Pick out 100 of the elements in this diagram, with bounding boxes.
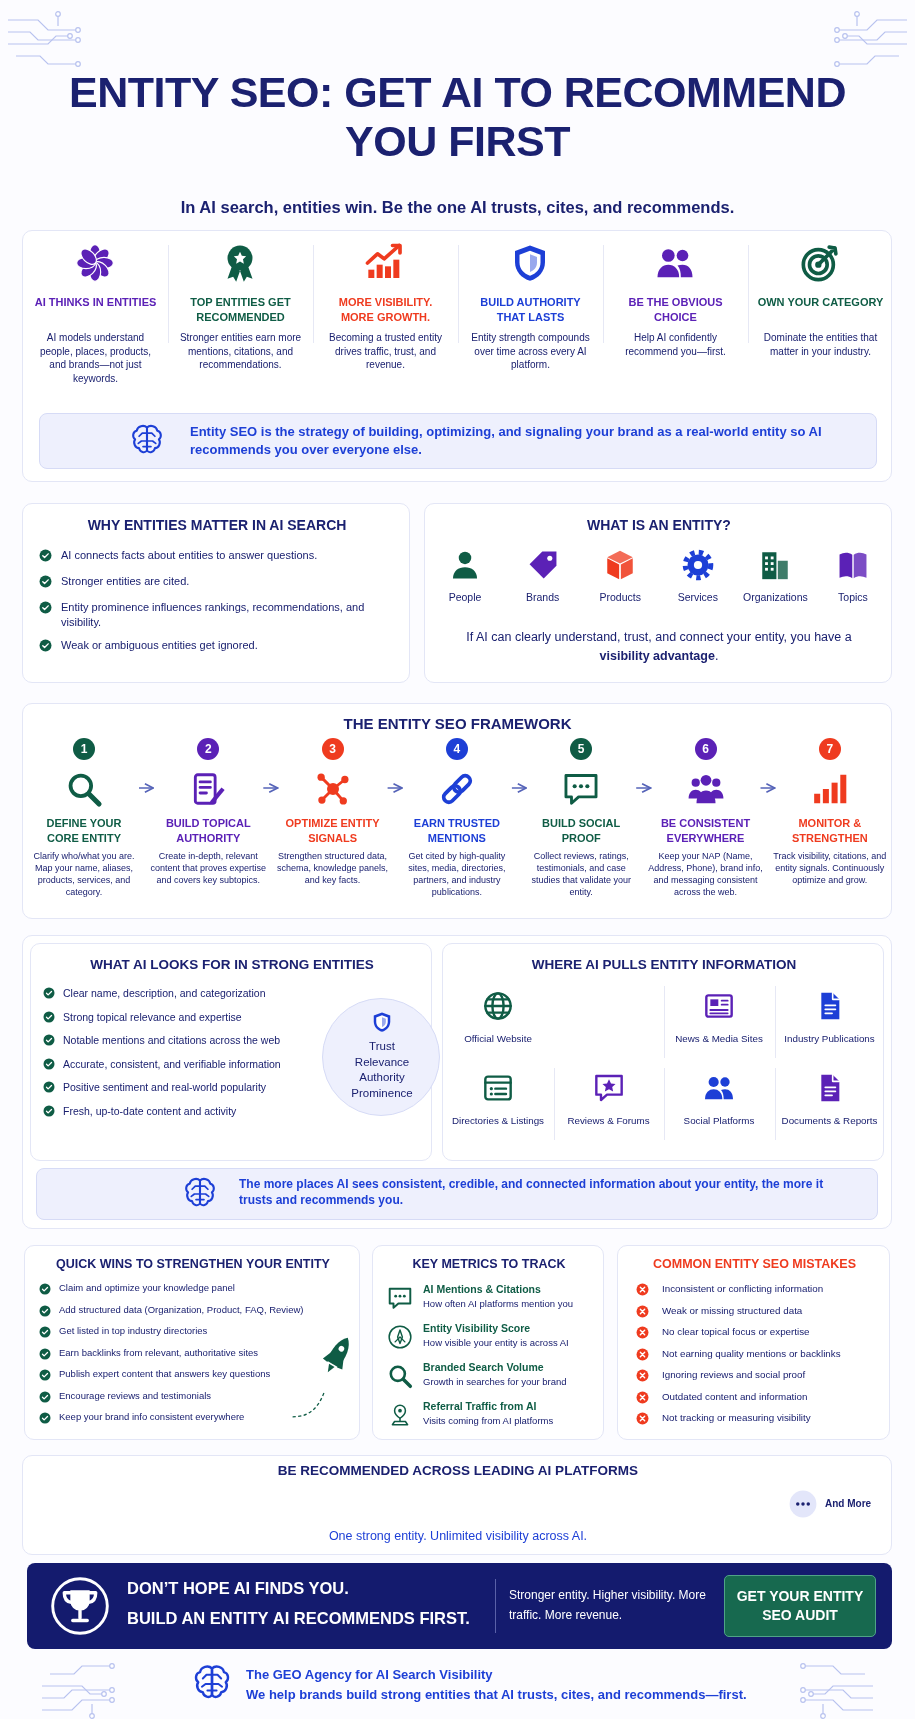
bullet-text: Notable mentions and citations across the web [63, 1033, 282, 1048]
section-heading: QUICK WINS TO STRENGTHEN YOUR ENTITY [55, 1256, 331, 1273]
source-label: Documents & Reports [780, 1114, 879, 1128]
section-heading: WHY ENTITIES MATTER IN AI SEARCH [86, 516, 348, 535]
bullet-text: Encourage reviews and testimonials [59, 1389, 213, 1403]
bullet-text: No clear topical focus or expertise [662, 1325, 811, 1339]
bullet-text: Ignoring reviews and social proof [662, 1368, 807, 1382]
feature-heading: TOP ENTITIES GET RECOMMENDED [189, 295, 292, 325]
feature-description: Becoming a trusted entity drives traffic, trust, and revenue. [328, 331, 443, 372]
source-label: Social Platforms [682, 1114, 756, 1128]
section-heading: WHAT IS AN ENTITY? [586, 516, 732, 535]
cta-button: GET YOUR ENTITY SEO AUDIT [724, 1575, 876, 1637]
section-heading: THE ENTITY SEO FRAMEWORK [342, 714, 573, 734]
feature-description: Dominate the entities that matter in your industry. [762, 331, 879, 358]
step-title: DEFINE YOUR CORE ENTITY [45, 816, 123, 846]
bullet-text: Weak or ambiguous entities get ignored. [61, 638, 259, 653]
section-heading: WHERE AI PULLS ENTITY INFORMATION [530, 956, 798, 974]
metric-description: Growth in searches for your brand [423, 1376, 568, 1389]
arrow [386, 782, 403, 794]
bullet-text: Clear name, description, and categorization [63, 986, 267, 1001]
platform-label: And More [825, 1497, 873, 1511]
bullet-text: Outdated content and information [662, 1389, 809, 1403]
callout-text: Entity SEO is the strategy of building, optimizing, and signaling your brand as a real-world entity so AI recommends you over everyone else. [190, 423, 823, 459]
metric-name: Branded Search Volume [423, 1360, 545, 1375]
bullet-text: Get listed in top industry directories [59, 1325, 209, 1338]
bullet-text: Claim and optimize your knowledge panel [59, 1282, 236, 1295]
feature-description: Help AI confidently recommend you—first. [624, 331, 727, 358]
pillar-word: Prominence [350, 1085, 414, 1101]
metric-description: How often AI platforms mention you [423, 1298, 574, 1311]
bullet-text: Not tracking or measuring visibility [662, 1411, 812, 1425]
feature-description: Stronger entities earn more mentions, citations, and recommendations. [178, 331, 303, 372]
section-heading: COMMON ENTITY SEO MISTAKES [652, 1256, 857, 1273]
bullet-text: Strong topical relevance and expertise [63, 1009, 243, 1024]
bullet-text: Weak or missing structured data [662, 1303, 804, 1317]
step-description: Create in-depth, relevant content that proves expertise and covers key subtopics. [150, 850, 267, 887]
bullet-text: Fresh, up-to-date content and activity [63, 1103, 238, 1118]
bullet-text: Accurate, consistent, and verifiable information [63, 1056, 282, 1071]
entity-type-label: People [447, 590, 483, 605]
step-title: OPTIMIZE ENTITY SIGNALS [284, 816, 381, 846]
bullet-text: Entity prominence influences rankings, recommendations, and visibility. [61, 600, 366, 630]
step-description: Strengthen structured data, schema, knowledge panels, and key facts. [276, 850, 390, 887]
arrow [635, 782, 652, 794]
arrow [262, 782, 279, 794]
metric-description: Visits coming from AI platforms [423, 1415, 555, 1428]
bullet-text: Inconsistent or conflicting information [662, 1282, 825, 1296]
feature-description: Entity strength compounds over time across every AI platform. [470, 331, 591, 372]
bullet-text: Add structured data (Organization, Product, FAQ, Review) [59, 1303, 305, 1317]
metric-name: AI Mentions & Citations [423, 1282, 542, 1297]
step-title: BUILD SOCIAL PROOF [541, 816, 622, 846]
metric-description: How visible your entity is across AI [423, 1337, 570, 1350]
entity-type-label: Products [598, 590, 642, 605]
metric-name: Referral Traffic from AI [423, 1399, 538, 1414]
tagline: One strong entity. Unlimited visibility across AI. [327, 1528, 589, 1545]
step-description: Clarify who/what you are. Map your name, aliases, products, services, and category. [32, 850, 136, 899]
source-label: Directories & Listings [451, 1114, 545, 1128]
pillar-word: Trust [368, 1039, 396, 1054]
step-title: MONITOR & STRENGTHEN [790, 816, 869, 846]
step-description: Collect reviews, ratings, testimonials, and case studies that validate your entity. [530, 850, 632, 899]
bullet-text: Earn backlinks from relevant, authoritative sites [59, 1346, 260, 1360]
source-label: News & Media Sites [674, 1032, 764, 1046]
banner-headline: DON’T HOPE AI FINDS YOU. [127, 1578, 350, 1599]
bullet-text: Keep your brand info consistent everywhere [59, 1411, 246, 1424]
pillar-word: Relevance [353, 1054, 411, 1070]
arrow [511, 782, 528, 794]
feature-heading: BE THE OBVIOUS CHOICE [627, 295, 724, 325]
entity-type-label: Topics [837, 590, 869, 605]
section-heading: WHAT AI LOOKS FOR IN STRONG ENTITIES [89, 956, 375, 974]
page-title: ENTITY SEO: GET AI TO RECOMMEND YOU FIRST [68, 68, 847, 167]
bullet-text: Not earning quality mentions or backlinks [662, 1346, 842, 1360]
source-label: Reviews & Forums [566, 1114, 651, 1128]
feature-heading: BUILD AUTHORITY THAT LASTS [479, 295, 582, 325]
bullet-text: AI connects facts about entities to answer questions. [61, 548, 319, 563]
feature-heading: MORE VISIBILITY. MORE GROWTH. [337, 295, 434, 325]
section-heading: KEY METRICS TO TRACK [411, 1256, 567, 1273]
entity-type-label: Services [676, 590, 719, 605]
arrow [138, 782, 155, 794]
footer-text: We help brands build strong entities that AI trusts, cites, and recommends—first. [246, 1686, 748, 1704]
subtitle: In AI search, entities win. Be the one AI trusts, cites, and recommends. [179, 197, 736, 218]
footer-heading: The GEO Agency for AI Search Visibility [246, 1666, 494, 1684]
step-description: Get cited by high-quality sites, media, directories, partners, and industry publications. [407, 850, 507, 899]
step-description: Track visibility, citations, and entity signals. Continuously optimize and grow. [772, 850, 888, 887]
step-title: BE CONSISTENT EVERYWHERE [659, 816, 752, 846]
pillar-word: Authority [358, 1070, 406, 1085]
step-title: EARN TRUSTED MENTIONS [412, 816, 501, 846]
feature-heading: OWN YOUR CATEGORY [756, 295, 885, 310]
banner-headline: BUILD AN ENTITY AI RECOMMENDS FIRST. [127, 1608, 471, 1629]
step-title: BUILD TOPICAL AUTHORITY [164, 816, 252, 846]
metric-name: Entity Visibility Score [423, 1321, 532, 1336]
source-label: Official Website [463, 1032, 533, 1046]
bullet-text: Stronger entities are cited. [61, 574, 191, 589]
banner-text: Stronger entity. Higher visibility. More traffic. More revenue. [509, 1587, 707, 1625]
callout-text: The more places AI sees consistent, credible, and connected information about your entity, the more it trusts and recommends you. [239, 1176, 825, 1209]
step-description: Keep your NAP (Name, Address, Phone), brand info, and messaging consistent across the web. [647, 850, 764, 899]
arrow [759, 782, 776, 794]
entity-type-label: Brands [524, 590, 561, 605]
bullet-text: Positive sentiment and real-world popularity [63, 1080, 268, 1095]
bullet-text: Publish expert content that answers key questions [59, 1368, 272, 1381]
source-label: Industry Publications [783, 1032, 876, 1046]
entity-note: If AI can clearly understand, trust, and connect your entity, you have a visibility advantage. [465, 629, 853, 665]
section-heading: BE RECOMMENDED ACROSS LEADING AI PLATFORMS [276, 1462, 640, 1480]
